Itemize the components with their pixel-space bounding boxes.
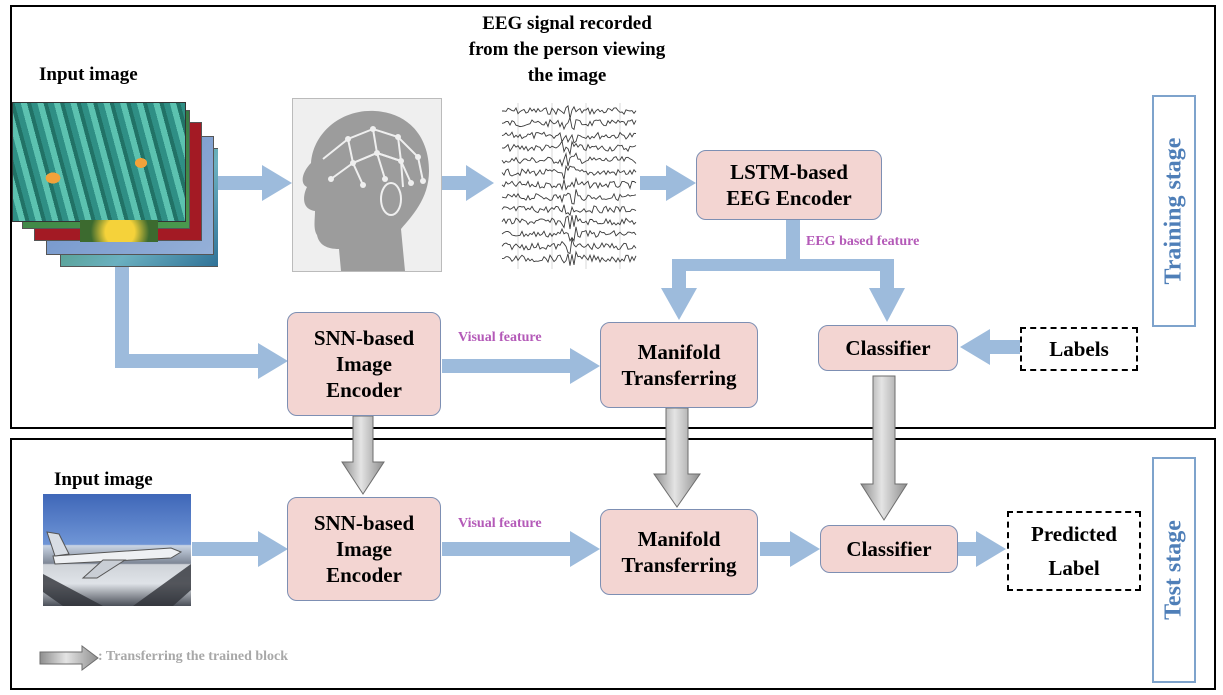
training-labels-text: Labels (1049, 337, 1109, 361)
airplane-icon (43, 531, 191, 606)
test-snn-encoder-label: SNN-based Image Encoder (313, 511, 415, 587)
training-snn-encoder-label: SNN-based Image Encoder (313, 326, 415, 402)
eeg-head-illustration (292, 98, 442, 272)
arrow-test-manifold-to-classifier (760, 531, 820, 567)
test-visual-feature-label: Visual feature (458, 516, 542, 531)
input-image-stack (12, 102, 218, 267)
eeg-channel-trace (501, 152, 637, 168)
eeg-channel-trace (501, 189, 637, 205)
arrow-lstm-stem (786, 220, 800, 266)
eeg-channel-trace (501, 204, 637, 217)
arrow-lstm-branch (672, 259, 894, 271)
training-labels-box: Labels (1020, 327, 1138, 371)
arrow-eeg-to-lstm (640, 165, 696, 201)
training-visual-feature-label: Visual feature (458, 330, 542, 345)
head-silhouette-icon (302, 110, 429, 271)
eeg-signal-caption: EEG signal recorded from the person view… (468, 13, 666, 86)
arrow-image-to-snn (115, 343, 288, 379)
test-classifier: Classifier (820, 525, 958, 573)
arrow-head-to-eeg (440, 165, 494, 201)
eeg-channel-trace (501, 250, 637, 266)
training-lstm-eeg-encoder: LSTM-based EEG Encoder (696, 150, 882, 220)
arrow-test-image-to-snn (192, 531, 288, 567)
arrow-to-classifier (869, 259, 905, 322)
arrow-test-classifier-to-label (958, 531, 1006, 567)
anemone-fish-photo (12, 102, 186, 222)
training-manifold-label: Manifold Transferring (621, 340, 737, 390)
test-snn-image-encoder: SNN-based Image Encoder (287, 497, 441, 601)
transfer-arrow-manifold (653, 407, 701, 508)
eeg-channel-trace (501, 139, 637, 156)
test-predicted-label-text: Predicted Label (1031, 522, 1117, 580)
test-classifier-label: Classifier (846, 537, 932, 561)
training-manifold-transferring: Manifold Transferring (600, 322, 758, 408)
arrow-image-down (115, 266, 129, 366)
test-stage-label: Test stage (1152, 457, 1196, 683)
training-stage-label: Training stage (1152, 95, 1196, 327)
arrow-snn-to-manifold (442, 348, 600, 384)
eeg-channel-trace (501, 226, 637, 242)
arrow-to-manifold (661, 259, 697, 320)
test-predicted-label-box: Predicted Label (1007, 511, 1141, 591)
arrow-image-to-head (218, 165, 292, 201)
eeg-channel-trace (501, 176, 637, 191)
transfer-arrow-classifier (860, 375, 908, 521)
eeg-waveform-icon (501, 103, 637, 269)
transfer-arrow-snn (341, 415, 385, 495)
test-manifold-label: Manifold Transferring (621, 527, 737, 577)
eeg-channel-trace (501, 105, 637, 119)
eeg-channel-trace (501, 115, 637, 131)
yellow-flower-photo (80, 220, 158, 242)
arrow-labels-to-classifier (960, 329, 1020, 365)
eeg-signal-traces (498, 103, 638, 269)
training-classifier: Classifier (818, 325, 958, 371)
legend-transfer-arrow (39, 645, 99, 671)
lstm-encoder-label: LSTM-based EEG Encoder (726, 160, 852, 210)
test-input-image-label: Input image (54, 469, 153, 490)
training-eeg-feature-label: EEG based feature (806, 234, 920, 249)
eeg-channel-trace (501, 131, 637, 144)
training-snn-image-encoder: SNN-based Image Encoder (287, 312, 441, 416)
airplane-photo (43, 494, 191, 606)
test-manifold-transferring: Manifold Transferring (600, 509, 758, 595)
legend-transfer-text: : Transferring the trained block (98, 649, 289, 664)
arrow-test-snn-to-manifold (442, 531, 600, 567)
eeg-channel-trace (501, 164, 637, 180)
eeg-channel-trace (501, 238, 637, 255)
training-classifier-label: Classifier (845, 336, 931, 360)
training-input-image-label: Input image (39, 64, 138, 85)
eeg-channel-trace (501, 214, 637, 230)
